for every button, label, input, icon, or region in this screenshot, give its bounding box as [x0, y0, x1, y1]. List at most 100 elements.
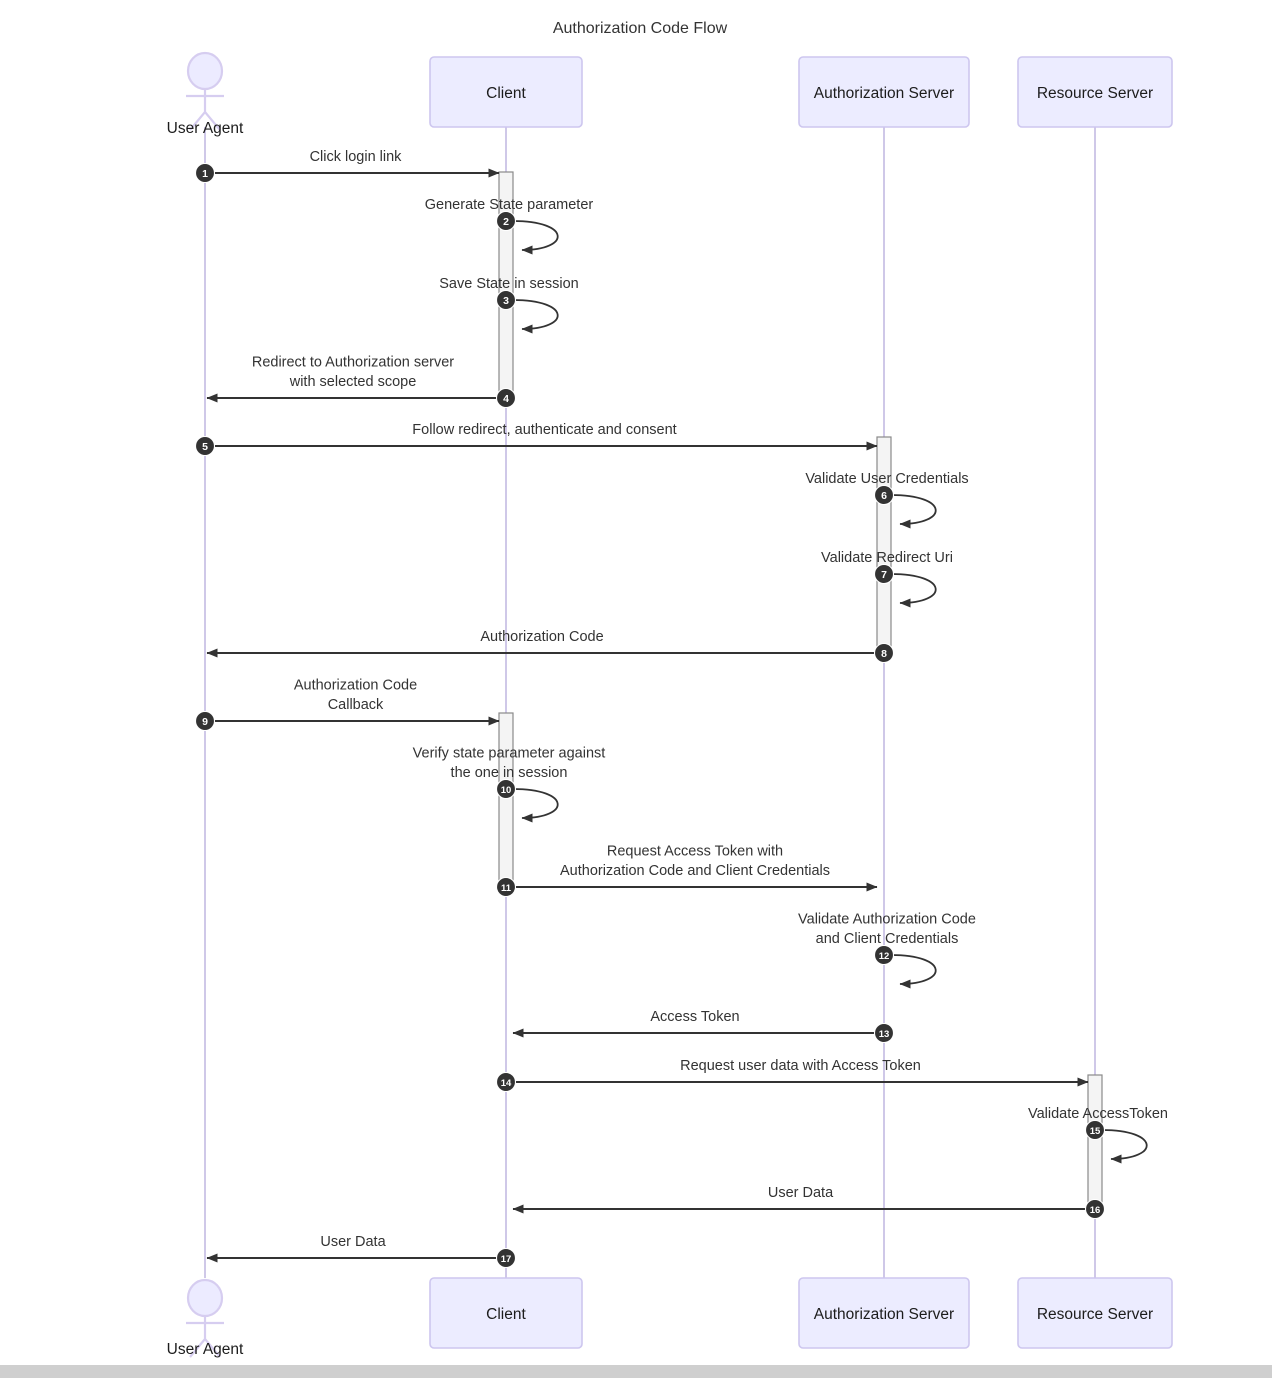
message-12[interactable]: Validate Authorization Code and Client Cr…: [798, 912, 976, 989]
activations-layer: [498, 171, 1103, 1213]
participant-label-authorization-server: Authorization Server: [814, 85, 954, 102]
message-label: Validate AccessToken: [1028, 1106, 1168, 1122]
sequence-number-marker: [1084, 1119, 1106, 1141]
message-label: with selected scope: [289, 374, 417, 390]
sequence-number-label: 17: [501, 1254, 512, 1265]
message-label: Authorization Code: [480, 629, 603, 645]
participant-label-user-agent: User Agent: [167, 1341, 244, 1358]
self-message-arrow: [890, 494, 937, 529]
message-label: Authorization Code: [294, 678, 417, 694]
message-label: Verify state parameter against: [413, 746, 606, 762]
sequence-number-label: 8: [881, 648, 887, 660]
sequence-number-marker: [495, 387, 517, 409]
participant-label-client: Client: [486, 1306, 526, 1323]
participant-box-client[interactable]: [429, 56, 583, 128]
message-15[interactable]: Validate AccessToken 15: [1028, 1106, 1168, 1164]
sequence-number-marker: [495, 1247, 517, 1269]
actor-head-icon: [186, 51, 224, 91]
self-message-arrow: [512, 299, 559, 334]
message-label: Validate Authorization Code: [798, 912, 976, 928]
scrollbar-thumb[interactable]: [0, 1365, 1272, 1378]
sequence-number-label: 10: [501, 785, 512, 796]
sequence-number-label: 1: [202, 168, 208, 180]
participant-box-authorization-server[interactable]: [798, 56, 970, 128]
actor-body-icon: [186, 1316, 224, 1358]
sequence-number-marker: [194, 162, 216, 184]
message-label: Save State in session: [439, 276, 578, 292]
participant-resource-server[interactable]: Resource Server: [1017, 1277, 1173, 1349]
participant-label-authorization-server: Authorization Server: [814, 1306, 954, 1323]
message-label: Authorization Code and Client Credential…: [560, 863, 830, 879]
message-8[interactable]: Authorization Code 8: [206, 629, 895, 664]
message-label: Callback: [328, 697, 384, 713]
message-5[interactable]: Follow redirect, authenticate and consen…: [194, 422, 878, 457]
participant-authorization-server[interactable]: Authorization Server: [798, 1277, 970, 1349]
participant-user-agent[interactable]: User Agent: [167, 51, 244, 137]
sequence-number-label: 6: [881, 490, 887, 502]
message-label: the one in session: [451, 765, 568, 781]
sequence-number-marker: [495, 210, 517, 232]
participant-user-agent[interactable]: User Agent: [167, 1278, 244, 1358]
sequence-number-marker: [495, 778, 517, 800]
participant-resource-server[interactable]: Resource Server: [1017, 56, 1173, 128]
sequence-number-marker: [495, 876, 517, 898]
message-label: Validate Redirect Uri: [821, 550, 953, 566]
participant-box-authorization-server[interactable]: [798, 1277, 970, 1349]
page-title: Authorization Code Flow: [553, 20, 728, 37]
participant-client[interactable]: Client: [429, 1277, 583, 1349]
message-1[interactable]: Click login link 1: [194, 149, 500, 184]
sequence-number-marker: [194, 710, 216, 732]
message-label: Click login link: [310, 149, 403, 165]
message-6[interactable]: Validate User Credentials 6: [805, 471, 969, 529]
horizontal-scrollbar[interactable]: [0, 1365, 1272, 1378]
self-message-arrow: [890, 954, 937, 989]
message-10[interactable]: Verify state parameter against the one in…: [413, 746, 606, 823]
participant-authorization-server[interactable]: Authorization Server: [798, 56, 970, 128]
participant-label-resource-server: Resource Server: [1037, 85, 1153, 102]
sequence-number-label: 12: [879, 951, 890, 962]
message-label: Validate User Credentials: [805, 471, 968, 487]
actor-head-icon: [186, 1278, 224, 1318]
participant-label-resource-server: Resource Server: [1037, 1306, 1153, 1323]
participant-client[interactable]: Client: [429, 56, 583, 128]
participant-box-resource-server[interactable]: [1017, 56, 1173, 128]
sequence-number-marker: [873, 944, 895, 966]
sequence-number-marker: [873, 484, 895, 506]
sequence-number-marker: [873, 1022, 895, 1044]
message-label: Follow redirect, authenticate and consen…: [412, 422, 676, 438]
sequence-number-marker: [873, 642, 895, 664]
sequence-number-marker: [873, 563, 895, 585]
participant-label-user-agent: User Agent: [167, 120, 244, 137]
self-message-arrow: [1101, 1129, 1148, 1164]
message-label: Request Access Token with: [607, 844, 783, 860]
sequence-number-marker: [194, 435, 216, 457]
self-message-arrow: [512, 220, 559, 255]
participant-box-client[interactable]: [429, 1277, 583, 1349]
sequence-number-label: 15: [1090, 1126, 1101, 1137]
sequence-number-label: 5: [202, 441, 208, 453]
message-4[interactable]: Redirect to Authorization server with sel…: [206, 355, 517, 409]
sequence-number-marker: [495, 289, 517, 311]
message-label: Redirect to Authorization server: [252, 355, 454, 371]
message-label: Request user data with Access Token: [680, 1058, 921, 1074]
self-message-arrow: [512, 788, 559, 823]
message-label: and Client Credentials: [816, 931, 959, 947]
sequence-number-marker: [495, 1071, 517, 1093]
participant-box-resource-server[interactable]: [1017, 1277, 1173, 1349]
sequence-number-label: 4: [503, 393, 509, 405]
activation-bar-client: [498, 712, 514, 894]
sequence-number-label: 16: [1090, 1205, 1101, 1216]
activation-bar-authorization-server: [876, 436, 892, 656]
